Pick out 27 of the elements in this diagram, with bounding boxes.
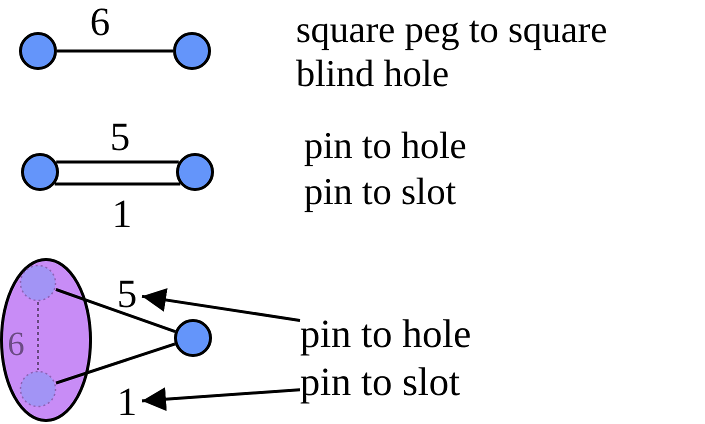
description-text: pin to slot	[304, 170, 458, 214]
connector-line	[55, 288, 176, 334]
connector-line	[37, 302, 39, 370]
edge-label: 1	[112, 192, 132, 236]
arrow	[142, 288, 300, 322]
edge-label: 6	[90, 0, 110, 44]
circle-node	[176, 153, 214, 191]
edge-label: 6	[8, 325, 24, 365]
circle-node	[174, 319, 212, 357]
circle-node	[21, 153, 59, 191]
callout-number: 5	[112, 272, 142, 316]
circle-node	[173, 32, 211, 70]
faint-circle-node	[19, 264, 57, 302]
arrow	[142, 387, 300, 412]
circle-node	[19, 32, 57, 70]
edge-label: 5	[110, 115, 130, 159]
connector-line	[57, 50, 173, 52]
connector-line	[54, 182, 180, 186]
description-text: pin to hole	[304, 124, 468, 168]
connector-line	[56, 160, 179, 164]
callout-text: pin to slot	[300, 360, 490, 406]
ellipse-node	[0, 258, 92, 422]
connector-line	[56, 342, 176, 385]
callout-number: 1	[112, 380, 142, 424]
description-text: square peg to square blind hole	[296, 8, 608, 96]
callout-text: pin to hole	[300, 312, 490, 358]
faint-circle-node	[19, 370, 57, 408]
